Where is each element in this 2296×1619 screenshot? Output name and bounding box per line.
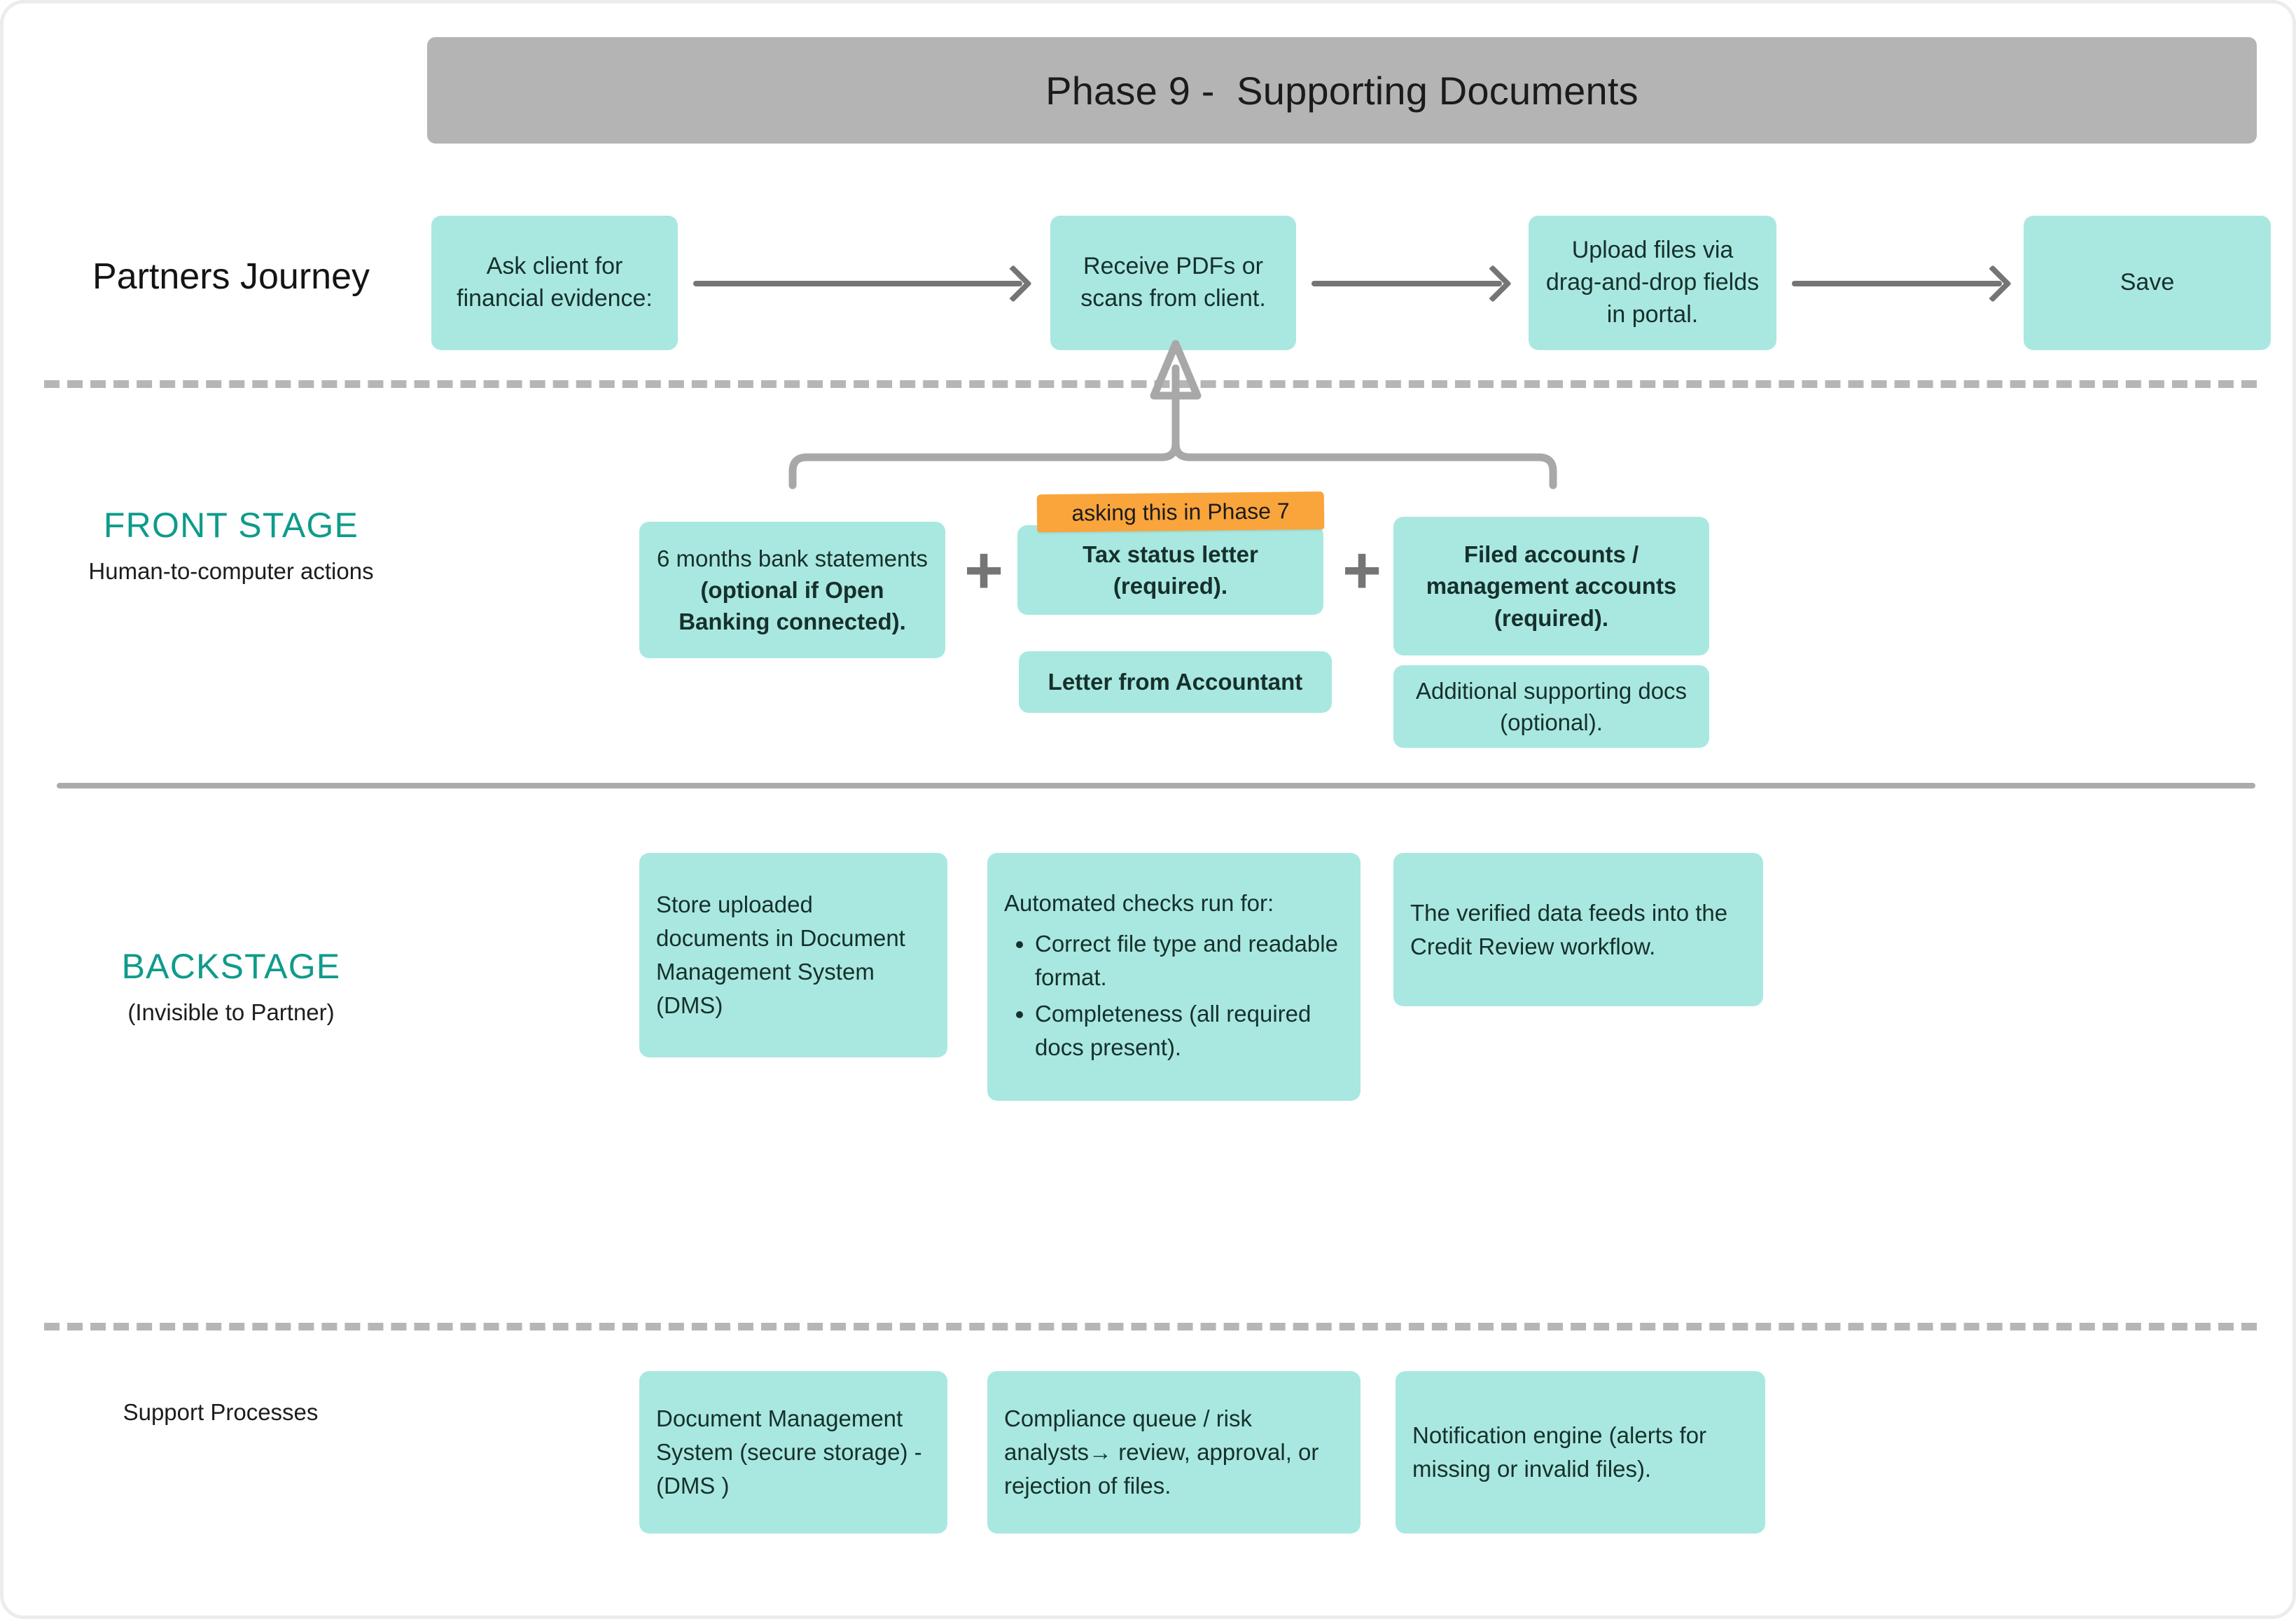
support-card-text: Document Management System (secure stora… xyxy=(656,1405,922,1499)
plus-icon: + xyxy=(1342,533,1382,608)
page-title: Phase 9 - Supporting Documents xyxy=(1045,68,1638,113)
support-card-text: Notification engine (alerts for missing … xyxy=(1412,1422,1707,1482)
journey-step-card-save[interactable]: Save xyxy=(2024,216,2271,350)
front-stage-card-filed-accounts[interactable]: Filed accounts / management accounts (re… xyxy=(1393,517,1709,655)
list-item: Completeness (all required docs present)… xyxy=(1035,997,1344,1064)
front-stage-card-accountant-letter[interactable]: Letter from Accountant xyxy=(1019,651,1332,713)
row-label-support-processes: Support Processes xyxy=(123,1399,319,1425)
row-label-front-stage: FRONT STAGE Human-to-computer actions xyxy=(32,505,431,585)
support-card-notification-engine[interactable]: Notification engine (alerts for missing … xyxy=(1396,1371,1765,1534)
backstage-subtitle: (Invisible to Partner) xyxy=(127,999,335,1025)
divider-line-of-interaction xyxy=(44,380,2257,388)
front-stage-card-text: Filed accounts / management accounts (re… xyxy=(1426,541,1677,631)
support-card-text: Compliance queue / risk analysts→ review… xyxy=(1004,1405,1319,1499)
backstage-card-text: Store uploaded documents in Document Man… xyxy=(656,891,905,1018)
card-text-normal: 6 months bank statements xyxy=(656,545,928,571)
front-stage-card-text: Letter from Accountant xyxy=(1048,669,1303,695)
support-card-dms[interactable]: Document Management System (secure stora… xyxy=(639,1371,947,1534)
backstage-heading: BACKSTAGE xyxy=(121,947,341,986)
front-stage-card-additional-docs[interactable]: Additional supporting docs (optional). xyxy=(1393,665,1709,748)
list-item: Correct file type and readable format. xyxy=(1035,927,1344,994)
divider-line-of-internal-interaction xyxy=(44,1323,2257,1330)
journey-step-label: Upload files via drag-and-drop fields in… xyxy=(1545,237,1760,328)
flow-arrow-icon xyxy=(693,281,1022,286)
plus-icon: + xyxy=(964,533,1004,608)
phase-title-banner: Phase 9 - Supporting Documents xyxy=(427,37,2257,144)
journey-step-label: Ask client for financial evidence: xyxy=(457,253,653,312)
divider-line-of-visibility xyxy=(57,783,2255,788)
backstage-card-store-documents[interactable]: Store uploaded documents in Document Man… xyxy=(639,853,947,1057)
front-stage-card-text: Additional supporting docs (optional). xyxy=(1415,677,1688,735)
backstage-card-text: Automated checks run for: xyxy=(1004,890,1274,917)
journey-step-card[interactable]: Receive PDFs or scans from client. xyxy=(1050,216,1296,350)
front-stage-card-text: Tax status letter (required). xyxy=(1083,541,1258,599)
flow-arrow-icon xyxy=(1792,281,2002,286)
journey-step-card[interactable]: Ask client for financial evidence: xyxy=(431,216,678,350)
front-stage-card-bank-statements[interactable]: 6 months bank statements (optional if Op… xyxy=(639,522,945,658)
journey-step-label: Save xyxy=(2120,269,2175,296)
front-stage-subtitle: Human-to-computer actions xyxy=(88,558,374,584)
front-stage-card-text: 6 months bank statements (optional if Op… xyxy=(656,543,928,638)
backstage-card-text: The verified data feeds into the Credit … xyxy=(1410,899,1728,959)
backstage-card-credit-review-feed[interactable]: The verified data feeds into the Credit … xyxy=(1393,853,1763,1006)
automated-checks-list: Correct file type and readable format. C… xyxy=(1035,927,1344,1064)
journey-step-label: Receive PDFs or scans from client. xyxy=(1080,253,1266,312)
row-label-partners-journey: Partners Journey xyxy=(92,256,370,297)
card-text-bold: (optional if Open Banking connected). xyxy=(679,576,906,635)
row-label-backstage: BACKSTAGE (Invisible to Partner) xyxy=(32,946,431,1026)
sticky-note-phase-7[interactable]: asking this in Phase 7 xyxy=(1036,491,1325,533)
front-stage-heading: FRONT STAGE xyxy=(103,506,359,545)
flow-arrow-icon xyxy=(1311,281,1502,286)
front-stage-card-tax-status-letter[interactable]: Tax status letter (required). xyxy=(1017,525,1323,615)
support-card-compliance-queue[interactable]: Compliance queue / risk analysts→ review… xyxy=(987,1371,1361,1534)
sticky-note-text: asking this in Phase 7 xyxy=(1071,497,1290,526)
journey-step-card[interactable]: Upload files via drag-and-drop fields in… xyxy=(1529,216,1776,350)
backstage-card-automated-checks[interactable]: Automated checks run for: Correct file t… xyxy=(987,853,1361,1101)
